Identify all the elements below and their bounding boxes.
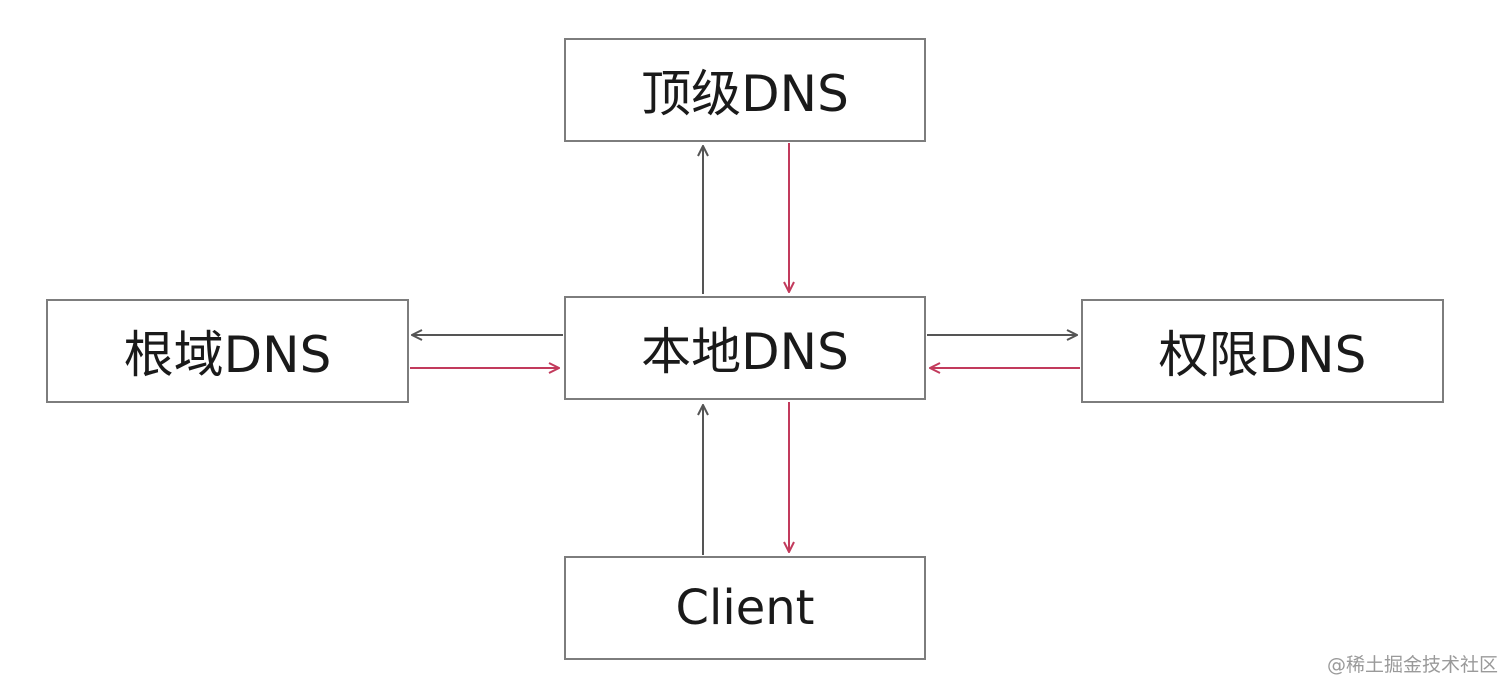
node-root-dns: 根域DNS xyxy=(46,299,409,403)
watermark: @稀土掘金技术社区 xyxy=(1326,654,1498,676)
node-root-dns-label: 根域DNS xyxy=(123,326,332,384)
node-top-level-dns-label: 顶级DNS xyxy=(641,65,849,123)
node-local-dns: 本地DNS xyxy=(564,296,926,400)
node-authoritative-dns-label: 权限DNS xyxy=(1158,326,1367,384)
node-authoritative-dns: 权限DNS xyxy=(1081,299,1444,403)
node-client: Client xyxy=(564,556,926,660)
node-top-level-dns: 顶级DNS xyxy=(564,38,926,142)
node-local-dns-label: 本地DNS xyxy=(641,323,849,381)
node-client-label: Client xyxy=(675,580,815,636)
